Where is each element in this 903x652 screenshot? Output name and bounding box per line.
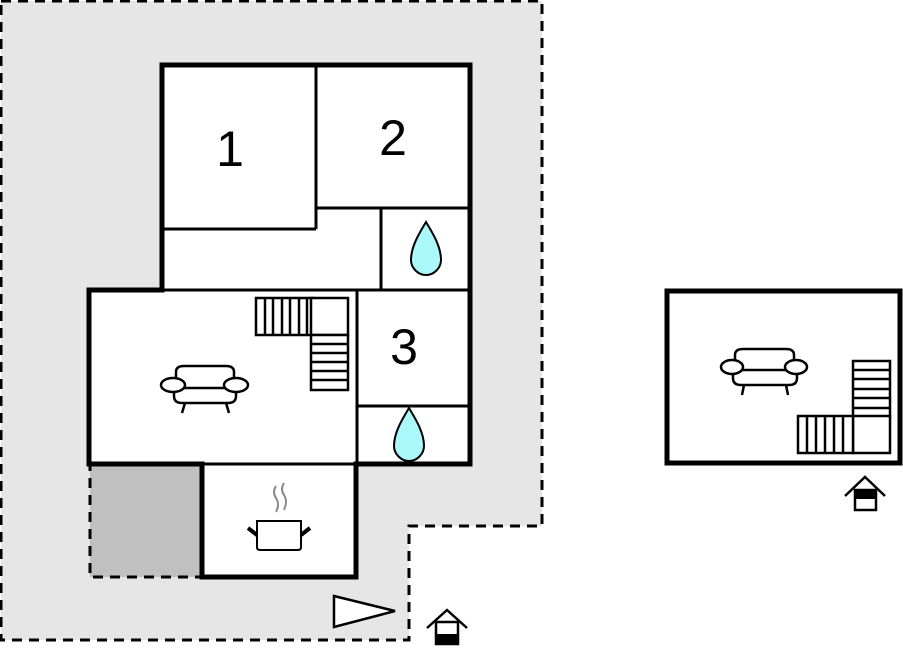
stairs-icon: [254, 296, 350, 392]
sofa-icon: [719, 347, 809, 396]
room-3-label: 3: [390, 319, 418, 375]
sofa-icon: [159, 364, 250, 414]
room-2-label: 2: [379, 110, 407, 166]
entrance-house-icon: [844, 475, 886, 512]
bathroom-drop-icon: [392, 406, 426, 463]
kitchen-pot-icon: [246, 482, 312, 551]
room-1-label: 1: [216, 121, 244, 177]
main-building-outline: [86, 62, 473, 580]
covered-area: [88, 463, 204, 579]
direction-triangle-icon: [332, 594, 396, 629]
inner-walls: [162, 65, 470, 466]
bathroom-drop-icon: [409, 220, 443, 277]
entrance-house-icon: [426, 608, 468, 646]
stairs-icon: [796, 359, 892, 455]
